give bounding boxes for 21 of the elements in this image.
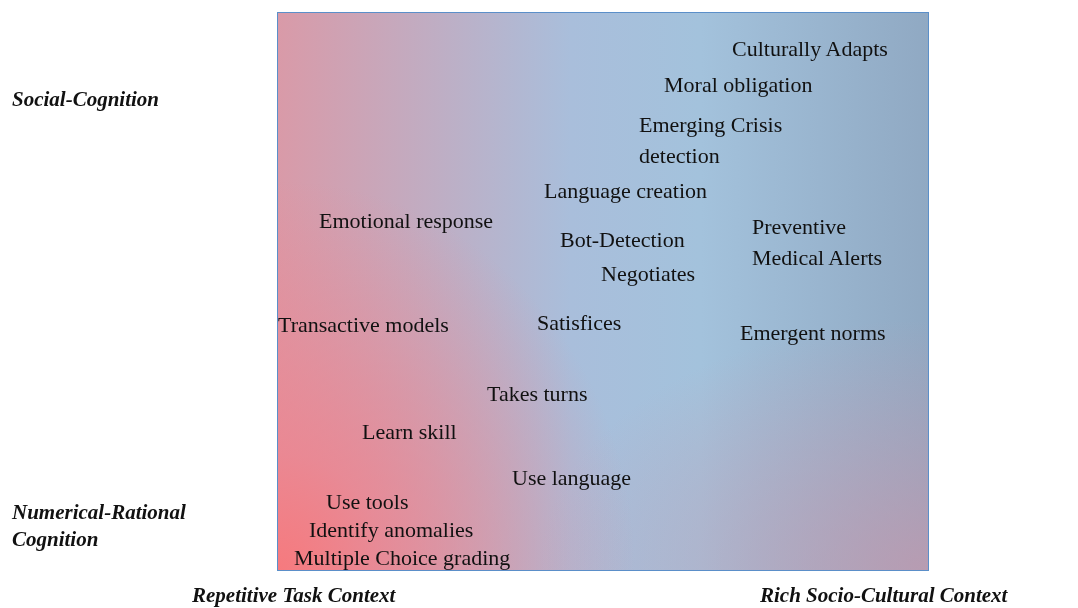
- capability-label: Emergent norms: [740, 319, 886, 347]
- capability-label: Language creation: [544, 177, 708, 205]
- capability-label: Use tools: [326, 488, 409, 516]
- capability-label: Moral obligation: [664, 71, 813, 99]
- capability-label: Bot-Detection: [560, 226, 685, 254]
- capability-label: Multiple Choice grading: [294, 544, 511, 572]
- capability-label: Learn skill: [362, 418, 457, 446]
- capability-label: Emotional response: [319, 207, 494, 235]
- capability-label: Satisfices: [537, 309, 622, 337]
- axis-label: Numerical-Rational Cognition: [12, 499, 187, 554]
- axis-label: Rich Socio-Cultural Context: [760, 582, 1008, 608]
- capability-label: Transactive models: [278, 311, 449, 339]
- capability-label: Use language: [512, 464, 632, 492]
- capability-label: Takes turns: [487, 380, 588, 408]
- axis-label: Repetitive Task Context: [192, 582, 396, 608]
- axis-label: Social-Cognition: [12, 86, 160, 113]
- capability-label: Emerging Crisis detection: [639, 111, 784, 170]
- capability-label: Identify anomalies: [309, 516, 474, 544]
- capability-label: Negotiates: [601, 260, 696, 288]
- capability-label: Culturally Adapts: [732, 35, 888, 63]
- capability-label: Preventive Medical Alerts: [752, 213, 884, 272]
